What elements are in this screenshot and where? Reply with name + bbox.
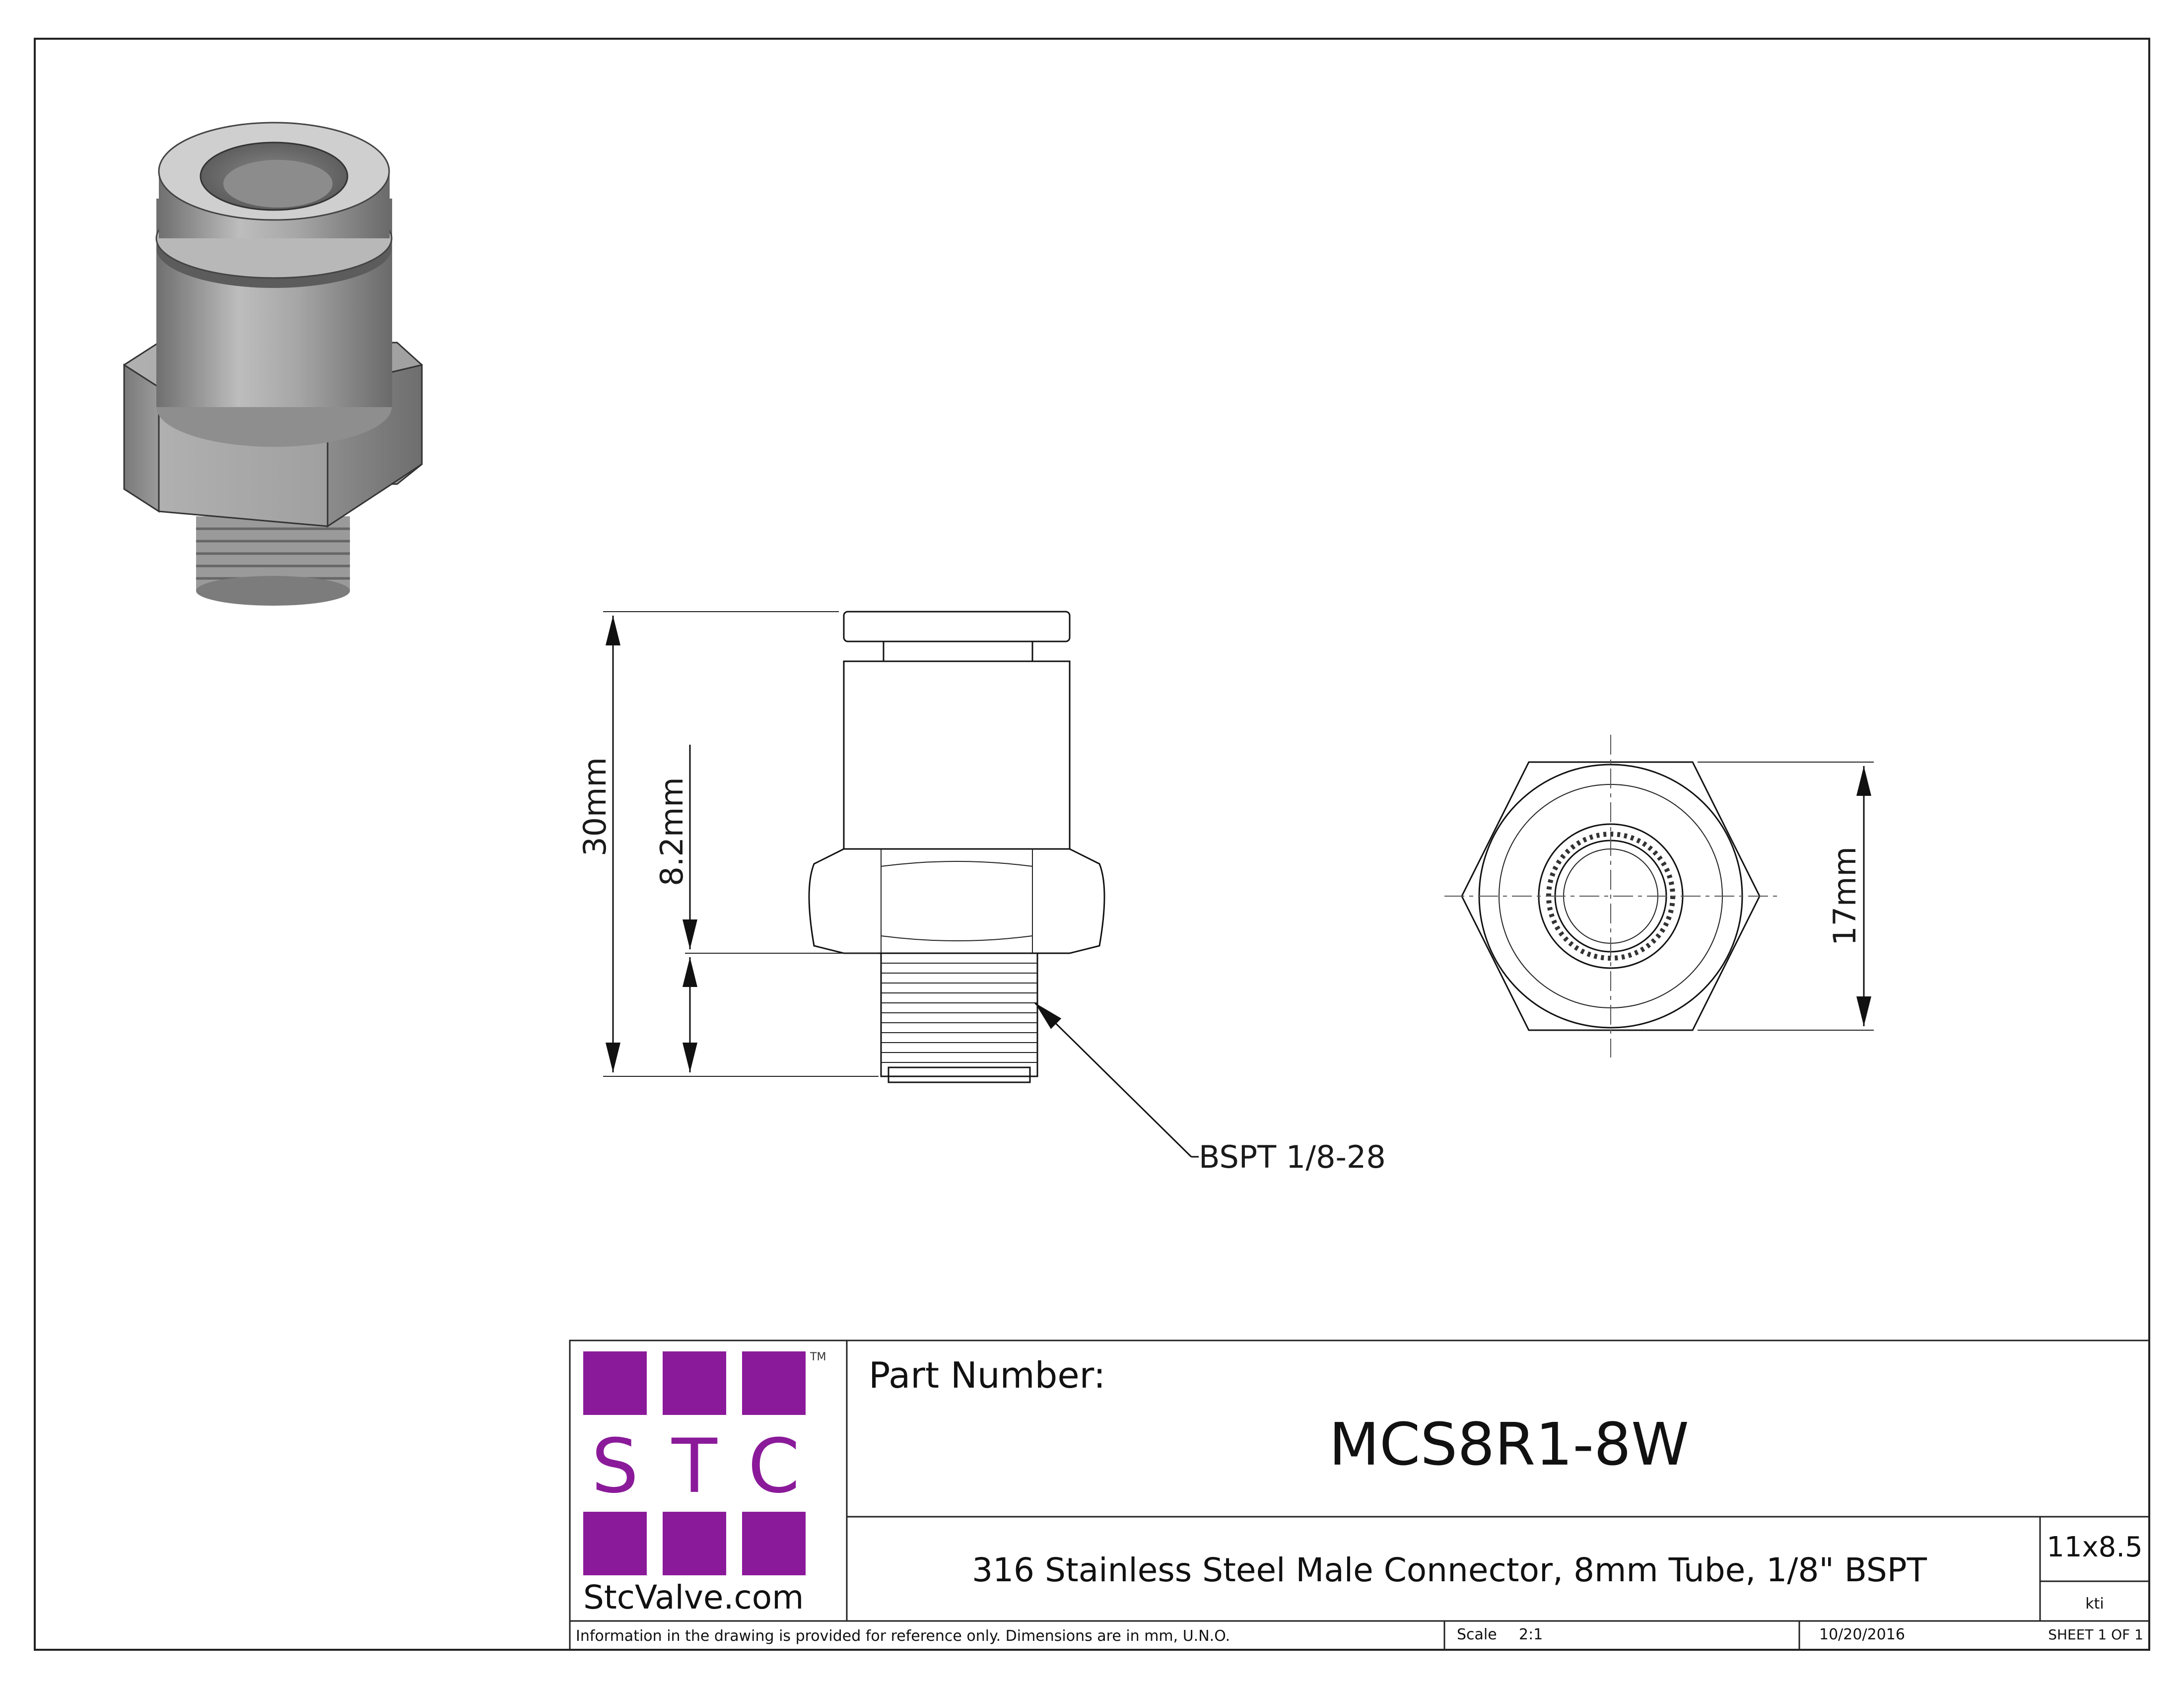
logo-letter-c: C [748, 1423, 800, 1510]
scale-value: 2:1 [1519, 1626, 1543, 1643]
logo-trademark: TM [810, 1351, 826, 1363]
logo-square [663, 1351, 726, 1415]
logo-letter-t: T [671, 1423, 718, 1510]
dim-thread-length: 8.2mm [654, 777, 690, 886]
dim-hex-size: 17mm [1827, 846, 1863, 946]
isometric-view [123, 122, 423, 606]
drawn-by: kti [2085, 1595, 2104, 1613]
logo-letter-s: S [591, 1423, 638, 1510]
logo-square [583, 1351, 647, 1415]
sheet-number: SHEET 1 OF 1 [2048, 1626, 2143, 1643]
part-number-label: Part Number: [869, 1354, 1105, 1396]
scale-label: Scale [1457, 1626, 1497, 1643]
front-view [603, 611, 1199, 1158]
part-description: 316 Stainless Steel Male Connector, 8mm … [972, 1551, 1927, 1589]
sheet-size: 11x8.5 [2047, 1531, 2142, 1563]
title-block: S T C TM StcValve.com Part Number: MCS8R… [569, 1339, 2150, 1651]
stc-logo: S T C TM StcValve.com [583, 1351, 826, 1617]
thread-callout: BSPT 1/8-28 [1199, 1139, 1386, 1175]
drawing-date: 10/20/2016 [1819, 1626, 1905, 1643]
part-number: MCS8R1-8W [1329, 1410, 1689, 1478]
logo-square [742, 1512, 806, 1575]
end-view [1444, 735, 1874, 1057]
disclaimer: Information in the drawing is provided f… [576, 1627, 1230, 1645]
logo-square [742, 1351, 806, 1415]
dim-overall-height: 30mm [577, 757, 613, 856]
logo-square [663, 1512, 726, 1575]
logo-website: StcValve.com [583, 1578, 804, 1617]
logo-square [583, 1512, 647, 1575]
